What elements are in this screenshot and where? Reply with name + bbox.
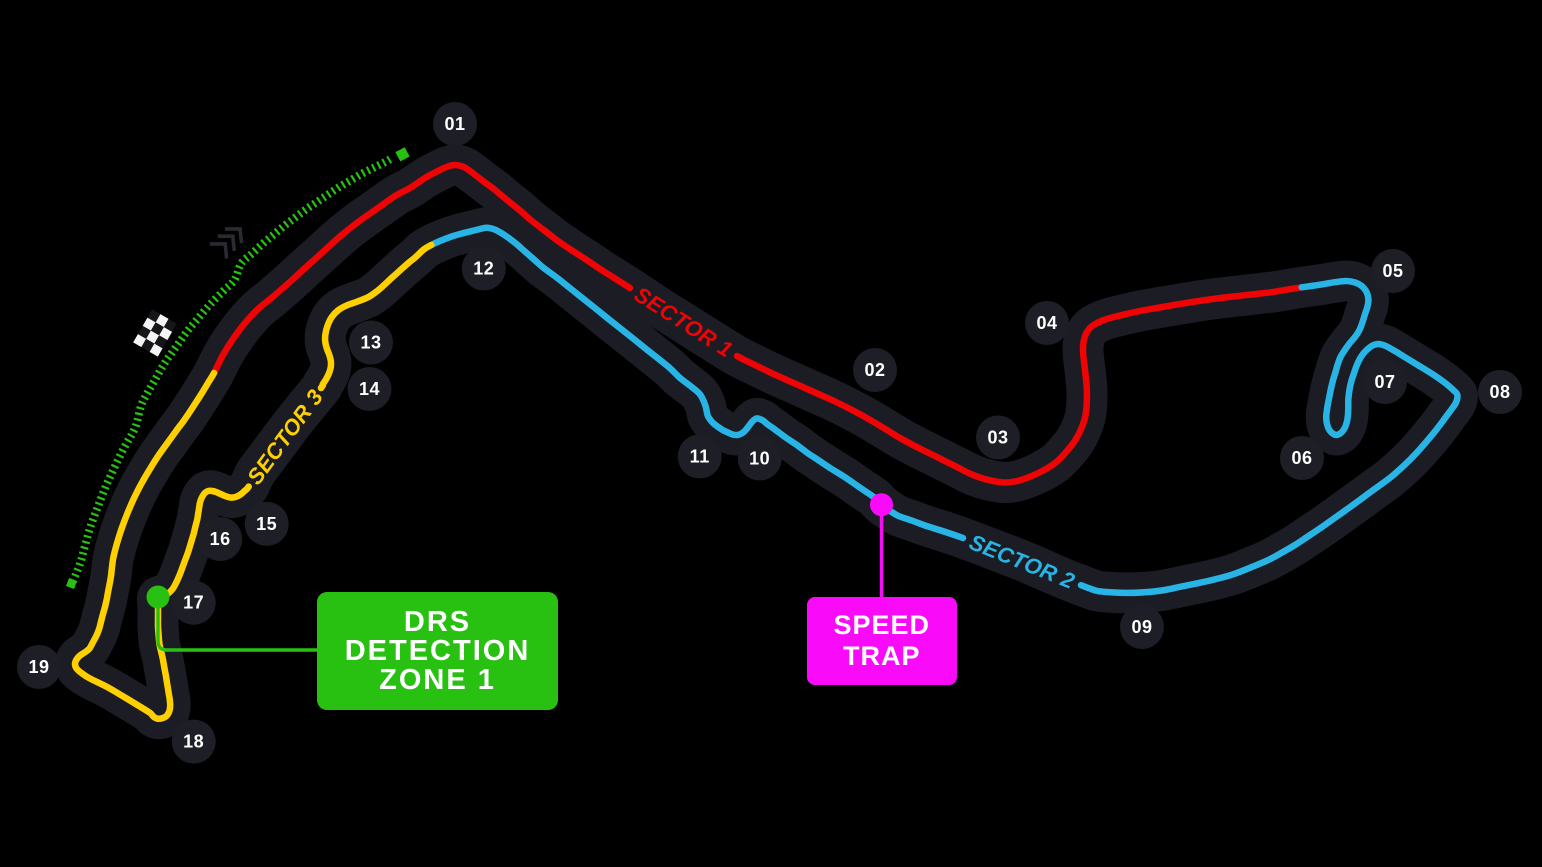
flag-square [146, 330, 160, 344]
drs-zone-end-marker [395, 147, 410, 162]
turn-marker-circle [198, 517, 243, 562]
turn-marker-label: 14 [359, 379, 380, 399]
turn-marker-circle [677, 434, 722, 479]
turn-marker-labels: 01 02 03 04 05 06 07 08 09 10 11 12 13 14 15 16 17 18 19 [28, 114, 1510, 752]
drs-zone-dashes [66, 154, 395, 589]
racing-lines [71, 161, 1461, 723]
sector3-line-b [71, 369, 252, 723]
turn-marker-label: 02 [864, 360, 885, 380]
drs-callout-line2: DETECTION [344, 634, 531, 667]
flag-square [159, 327, 173, 341]
turn-marker-circle [461, 246, 506, 291]
sector2-line-b [428, 224, 967, 542]
turn-marker-circle [1371, 249, 1415, 293]
sector2-line-a [1077, 277, 1461, 597]
turn-marker-circles [17, 102, 1522, 764]
flag-square [155, 314, 169, 328]
turn-marker-label: 05 [1382, 261, 1403, 281]
flag-square [141, 338, 155, 352]
turn-marker-circle [171, 580, 216, 625]
turn-marker-circle [976, 415, 1020, 460]
turn-marker-circle [1363, 360, 1407, 404]
turn-marker-circle [737, 436, 782, 481]
turn-marker-label: 16 [210, 529, 231, 549]
direction-chevron [224, 227, 244, 244]
turn-marker-label: 10 [749, 449, 770, 469]
drs-zone-start-marker [65, 577, 78, 590]
direction-chevron [217, 234, 237, 252]
drs-detection-zone-callout: DRS DETECTION ZONE 1 [317, 592, 558, 710]
turn-marker-label: 11 [690, 447, 710, 467]
turn-marker-circle [433, 102, 477, 146]
speed-trap-line1: SPEED [833, 609, 931, 640]
sector3-line-a [317, 241, 435, 392]
turn-marker-label: 13 [360, 333, 381, 353]
turn-marker-circle [347, 367, 392, 411]
turn-marker-circle [349, 320, 393, 365]
flag-square [154, 335, 168, 349]
start-finish-flag-icon [133, 309, 177, 357]
flag-square [150, 322, 164, 336]
turn-marker-circle [1280, 436, 1324, 480]
turn-marker-label: 17 [183, 593, 204, 613]
drs-detection-dot [146, 585, 170, 609]
turn-marker-label: 01 [444, 114, 465, 134]
turn-marker-circle [17, 645, 61, 689]
flag-square [133, 334, 147, 348]
drs-callout-line3: ZONE 1 [379, 663, 496, 696]
turn-marker-circle [244, 501, 289, 546]
flag-square [147, 309, 161, 323]
turn-marker-label: 04 [1036, 313, 1057, 333]
turn-marker-circle [1478, 370, 1522, 414]
turn-marker-label: 18 [183, 732, 204, 752]
sector1-line-a [210, 161, 634, 377]
drs-connector-line [156, 597, 318, 652]
turn-marker-circle [171, 719, 216, 764]
sector1-line-b [733, 284, 1305, 486]
flag-square [163, 318, 177, 332]
turn-marker-label: 03 [987, 428, 1008, 448]
turn-marker-circle [853, 348, 897, 392]
turn-marker-label: 15 [256, 514, 277, 534]
flag-square [137, 325, 151, 339]
direction-chevrons-icon [209, 227, 244, 259]
turn-marker-label: 08 [1489, 382, 1510, 402]
direction-chevron [209, 242, 229, 259]
turn-marker-circle [1025, 301, 1069, 345]
drs-callout-line1: DRS [403, 605, 472, 638]
speed-trap-line2: TRAP [843, 640, 921, 671]
speed-trap-callout: SPEED TRAP [806, 597, 957, 685]
turn-marker-label: 07 [1374, 372, 1395, 392]
turn-marker-label: 09 [1131, 617, 1152, 637]
flag-square [142, 317, 156, 331]
turn-marker-circle [1120, 605, 1164, 649]
turn-marker-label: 06 [1291, 448, 1312, 468]
turn-marker-label: 12 [473, 259, 494, 279]
flag-square [149, 343, 163, 357]
turn-marker-label: 19 [28, 657, 49, 677]
speed-trap-dot [870, 493, 893, 517]
